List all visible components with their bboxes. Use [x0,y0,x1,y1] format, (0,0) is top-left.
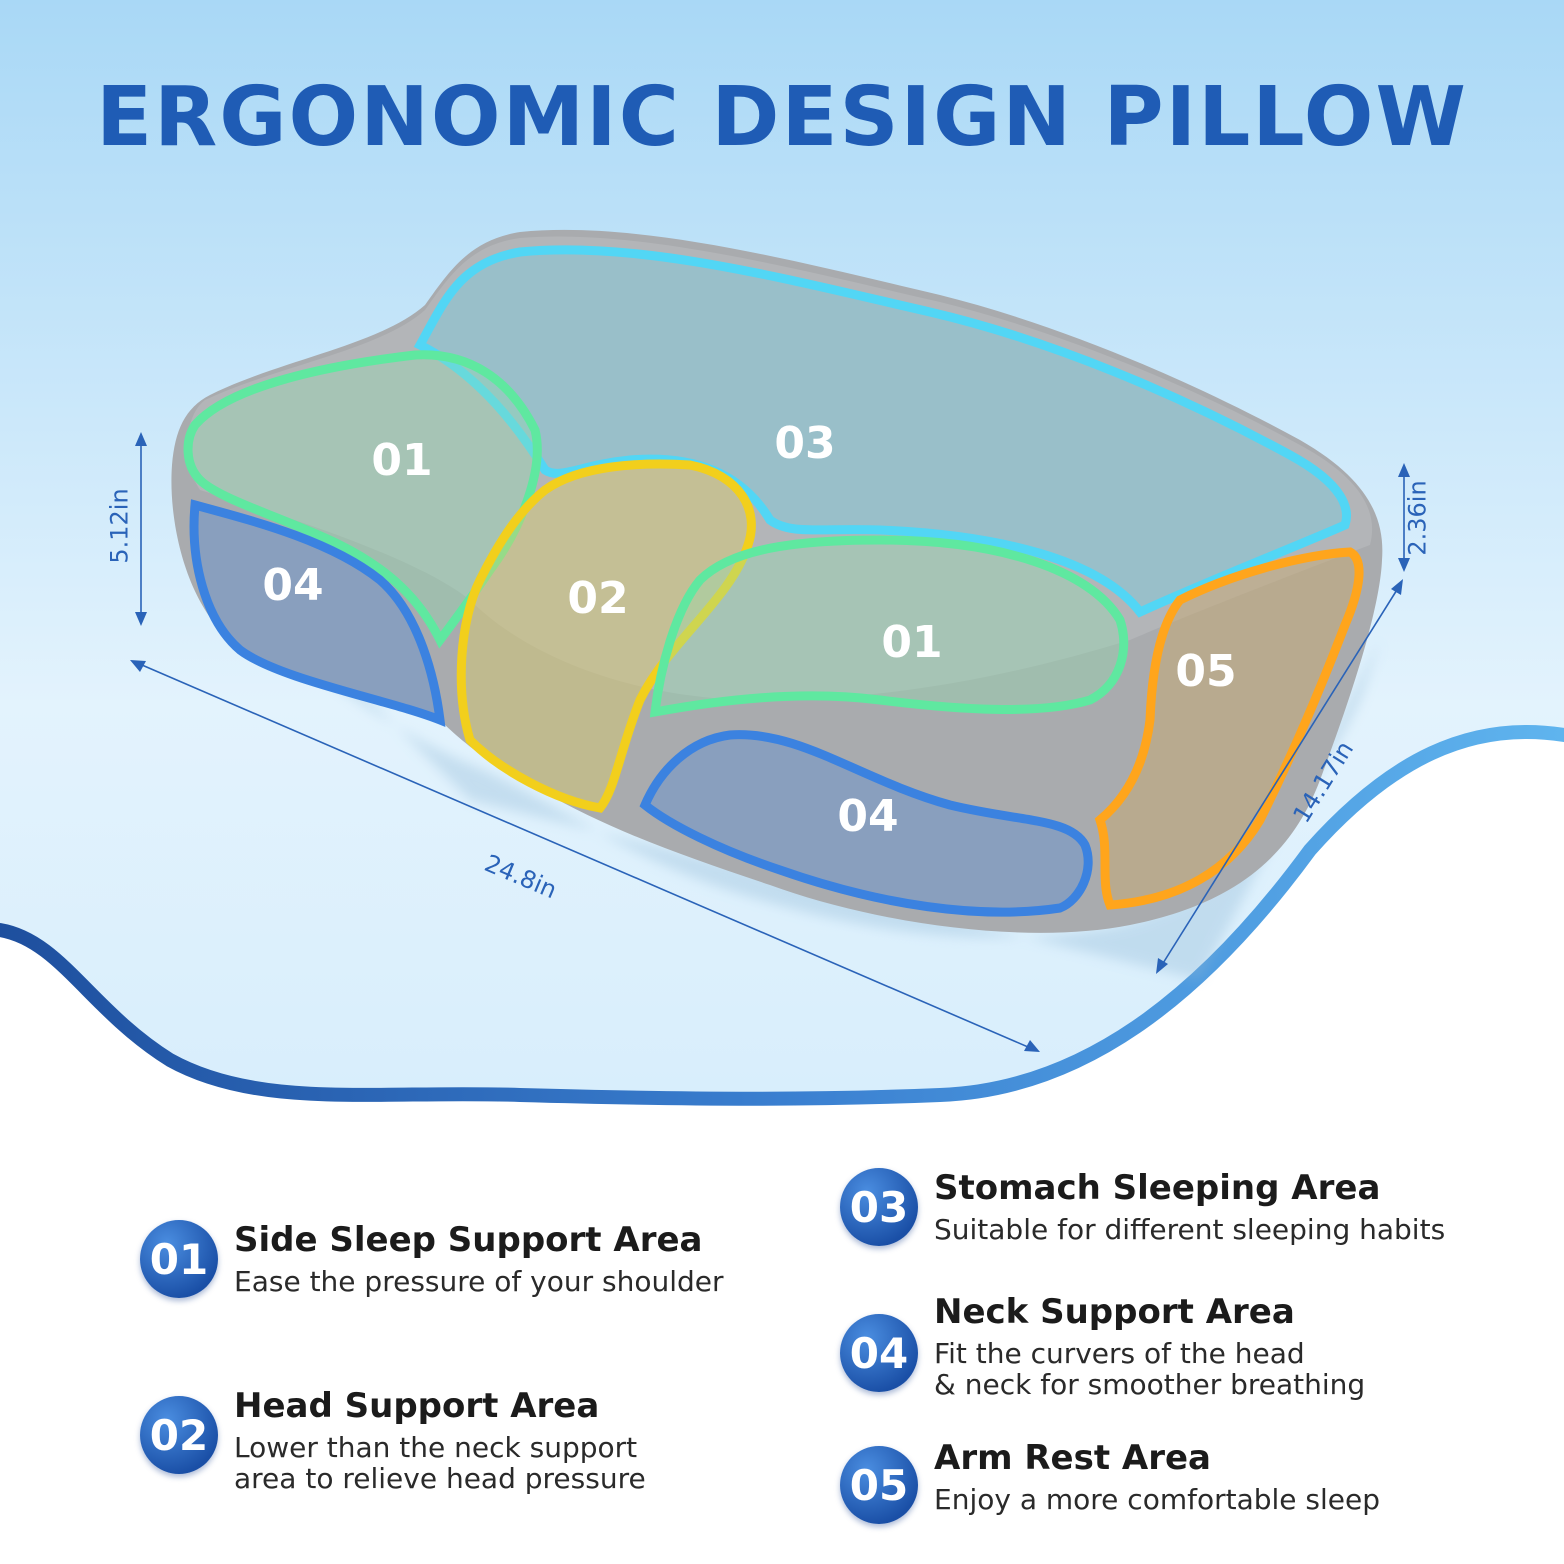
zone-01-right-shape [649,535,1129,718]
zone-04-right-shape [639,730,1093,917]
zone-04-left-shape [189,499,446,728]
feature-03-title: Stomach Sleeping Area [934,1168,1381,1208]
width-arrow-end [1156,958,1168,974]
zone-label-02: 02 [567,573,628,624]
feature-01-desc: Ease the pressure of your shoulder [234,1265,724,1298]
feature-03-badge: 03 [840,1168,918,1246]
feature-01: 01 Side Sleep Support Area Ease the pres… [140,1220,724,1298]
feature-02: 02 Head Support Area Lower than the neck… [140,1386,646,1494]
zone-03-shape [413,245,1351,618]
feature-04: 04 Neck Support Area Fit the curvers of … [840,1292,1365,1400]
dim-height-left: 5.12in [105,488,134,564]
feature-04-title: Neck Support Area [934,1292,1295,1332]
wave-line [0,725,1564,1106]
width-arrow-start [1391,579,1403,595]
feature-02-badge: 02 [140,1396,218,1474]
zone-label-05: 05 [1175,646,1236,697]
feature-05-desc: Enjoy a more comfortable sleep [934,1483,1381,1516]
feature-03-desc: Suitable for different sleeping habits [934,1213,1446,1246]
length-line [134,661,1036,1051]
feature-01-title: Side Sleep Support Area [234,1220,703,1260]
feature-05: 05 Arm Rest Area Enjoy a more comfortabl… [840,1438,1380,1524]
zone-label-04-left: 04 [262,560,323,611]
zone-02-shape [456,459,756,813]
feature-02-title: Head Support Area [234,1386,600,1426]
zone-label-01-right: 01 [881,617,942,668]
height-right-arrow-top [1398,463,1410,477]
width-line [1159,584,1401,969]
height-right-arrow-bottom [1398,558,1410,572]
zone-label-01-left: 01 [371,435,432,486]
height-left-arrow-top [135,432,147,446]
length-arrow-start [130,660,146,672]
feature-04-desc: Fit the curvers of the head & neck for s… [934,1337,1366,1401]
feature-04-badge: 04 [840,1314,918,1392]
zone-label-03: 03 [774,418,835,469]
length-arrow-end [1024,1040,1040,1052]
page-title: ERGONOMIC DESIGN PILLOW [96,70,1468,165]
height-left-arrow-bottom [135,612,147,626]
dimension-lines [130,432,1410,1052]
feature-05-badge: 05 [840,1446,918,1524]
feature-05-title: Arm Rest Area [934,1438,1211,1478]
zone-label-04-right: 04 [837,791,898,842]
feature-02-desc: Lower than the neck support area to reli… [234,1431,646,1495]
wave-white-area [0,731,1564,1564]
feature-01-badge: 01 [140,1220,218,1298]
feature-03: 03 Stomach Sleeping Area Suitable for di… [840,1168,1445,1246]
dim-height-right: 2.36in [1403,480,1432,556]
